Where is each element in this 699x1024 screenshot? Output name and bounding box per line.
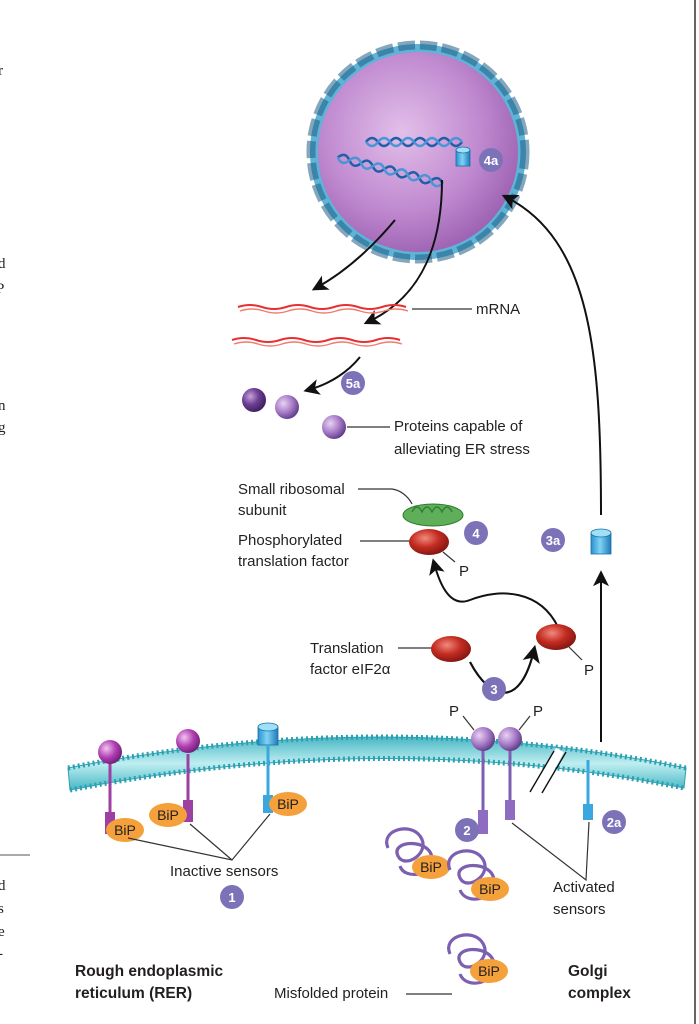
cleaved-cylinder-3a	[590, 528, 612, 555]
translation-label-line2: factor eIF2α	[310, 661, 391, 678]
activated-sensor-cyan	[583, 760, 593, 820]
bip-label-sensor-3: BiP	[277, 796, 299, 812]
er-membrane	[67, 734, 687, 796]
rer-label-line2: reticulum (RER)	[75, 985, 192, 1002]
step-label-2a: 2a	[607, 815, 622, 830]
edge-text-9: -	[0, 946, 3, 962]
arrow-transcription-1	[311, 219, 396, 291]
bip-label-misfolded-1: BiP	[420, 859, 442, 875]
inactive-sensor-3	[257, 722, 279, 813]
phospho-factor-p-line	[442, 551, 456, 563]
inactive-bracket	[127, 813, 271, 861]
phospho-factor-p: P	[459, 563, 469, 580]
step-label-2: 2	[463, 823, 470, 838]
transcription-factor-cylinder	[455, 146, 471, 167]
edge-text-6: d	[0, 878, 6, 894]
dimer-p-line-left	[462, 715, 475, 731]
step-badge-1: 1	[220, 885, 244, 909]
inactive-sensor-2	[176, 729, 200, 822]
edge-text-5: g	[0, 420, 6, 436]
step-badge-2a: 2a	[602, 810, 626, 834]
mrna-strand-1	[237, 304, 407, 310]
rer-label-line1: Rough endoplasmic	[75, 963, 224, 980]
activated-bracket	[511, 821, 590, 882]
bip-misfolded-1: BiP	[412, 855, 450, 879]
protein-ball-1	[242, 388, 266, 412]
activated-label-line2: sensors	[553, 901, 606, 918]
protein-ball-2	[275, 395, 299, 419]
nucleus	[306, 40, 530, 264]
phospho-factor-ellipse	[409, 529, 449, 555]
step-label-4a: 4a	[484, 153, 499, 168]
eif2a-ellipse	[431, 636, 471, 662]
translation-label-line1: Translation	[310, 640, 384, 657]
step-badge-5a: 5a	[341, 371, 365, 395]
step-badge-2: 2	[455, 818, 479, 842]
mrna-strands	[231, 304, 409, 347]
eif2a-p-line	[568, 646, 583, 661]
stress-proteins	[242, 388, 346, 439]
bip-label-misfolded-3: BiP	[478, 963, 500, 979]
edge-text-7: s	[0, 901, 4, 917]
edge-text-8: e	[0, 924, 5, 940]
phospho-label-line2: translation factor	[238, 553, 349, 570]
dimer-p-left: P	[449, 703, 459, 720]
arrow-to-nucleus	[501, 194, 602, 516]
dimer-p-right: P	[533, 703, 543, 720]
bip-label-misfolded-2: BiP	[479, 881, 501, 897]
step-label-3: 3	[490, 682, 497, 697]
inactive-bracket-mid	[189, 823, 233, 861]
dimer-p-line-right	[518, 715, 531, 731]
golgi-label-line1: Golgi	[568, 963, 608, 980]
step-badge-4: 4	[464, 521, 488, 545]
edge-text-1: r	[0, 63, 3, 79]
protein-ball-3	[322, 415, 346, 439]
step-label-5a: 5a	[346, 376, 361, 391]
misfolded-label: Misfolded protein	[274, 985, 388, 1002]
step-badge-3: 3	[482, 677, 506, 701]
dna-helix-upper	[365, 136, 463, 148]
bip-label-sensor-2: BiP	[157, 807, 179, 823]
step-badge-3a: 3a	[541, 528, 565, 552]
arrow-transcription-2	[363, 179, 443, 325]
small-ribosome-label-line1: Small ribosomal	[238, 481, 345, 498]
step-label-4: 4	[472, 526, 480, 541]
activated-label-line1: Activated	[553, 879, 615, 896]
dna-helix-lower	[336, 153, 444, 188]
bip-label-sensor-1: BiP	[114, 822, 136, 838]
mrna-strand-1b	[239, 308, 409, 314]
mrna-strand-2b	[233, 341, 403, 347]
small-ribosome-label-line2: subunit	[238, 502, 287, 519]
small-ribosomal-subunit	[402, 503, 464, 527]
edge-text-4: n	[0, 398, 6, 414]
bip-sensor-2: BiP	[149, 803, 187, 827]
nucleoplasm	[318, 52, 518, 252]
proteins-label-line2: alleviating ER stress	[394, 441, 530, 458]
mrna-strand-2	[231, 337, 401, 343]
bip-misfolded-2: BiP	[471, 877, 509, 901]
step-badge-4a: 4a	[479, 148, 503, 172]
eif2a-phosphorylated-ellipse	[536, 624, 576, 650]
bip-misfolded-3: BiP	[470, 959, 508, 983]
edge-text-3: P	[0, 281, 4, 297]
nuclear-pores	[306, 40, 530, 264]
edge-text-2: d	[0, 256, 6, 272]
mrna-label: mRNA	[476, 301, 520, 318]
inactive-sensors-label: Inactive sensors	[170, 863, 278, 880]
bip-sensor-1: BiP	[106, 818, 144, 842]
arrow-translation	[303, 356, 361, 395]
activated-dimer	[471, 727, 522, 834]
small-ribosome-leader	[358, 488, 413, 505]
golgi-label-line2: complex	[568, 985, 631, 1002]
bip-sensor-3: BiP	[269, 792, 307, 816]
phospho-label-line1: Phosphorylated	[238, 532, 342, 549]
step-label-1: 1	[228, 890, 235, 905]
proteins-label-line1: Proteins capable of	[394, 418, 523, 435]
arrow-phospho-to-ribosome	[429, 558, 559, 628]
eif2a-p: P	[584, 662, 594, 679]
step-label-3a: 3a	[546, 533, 561, 548]
